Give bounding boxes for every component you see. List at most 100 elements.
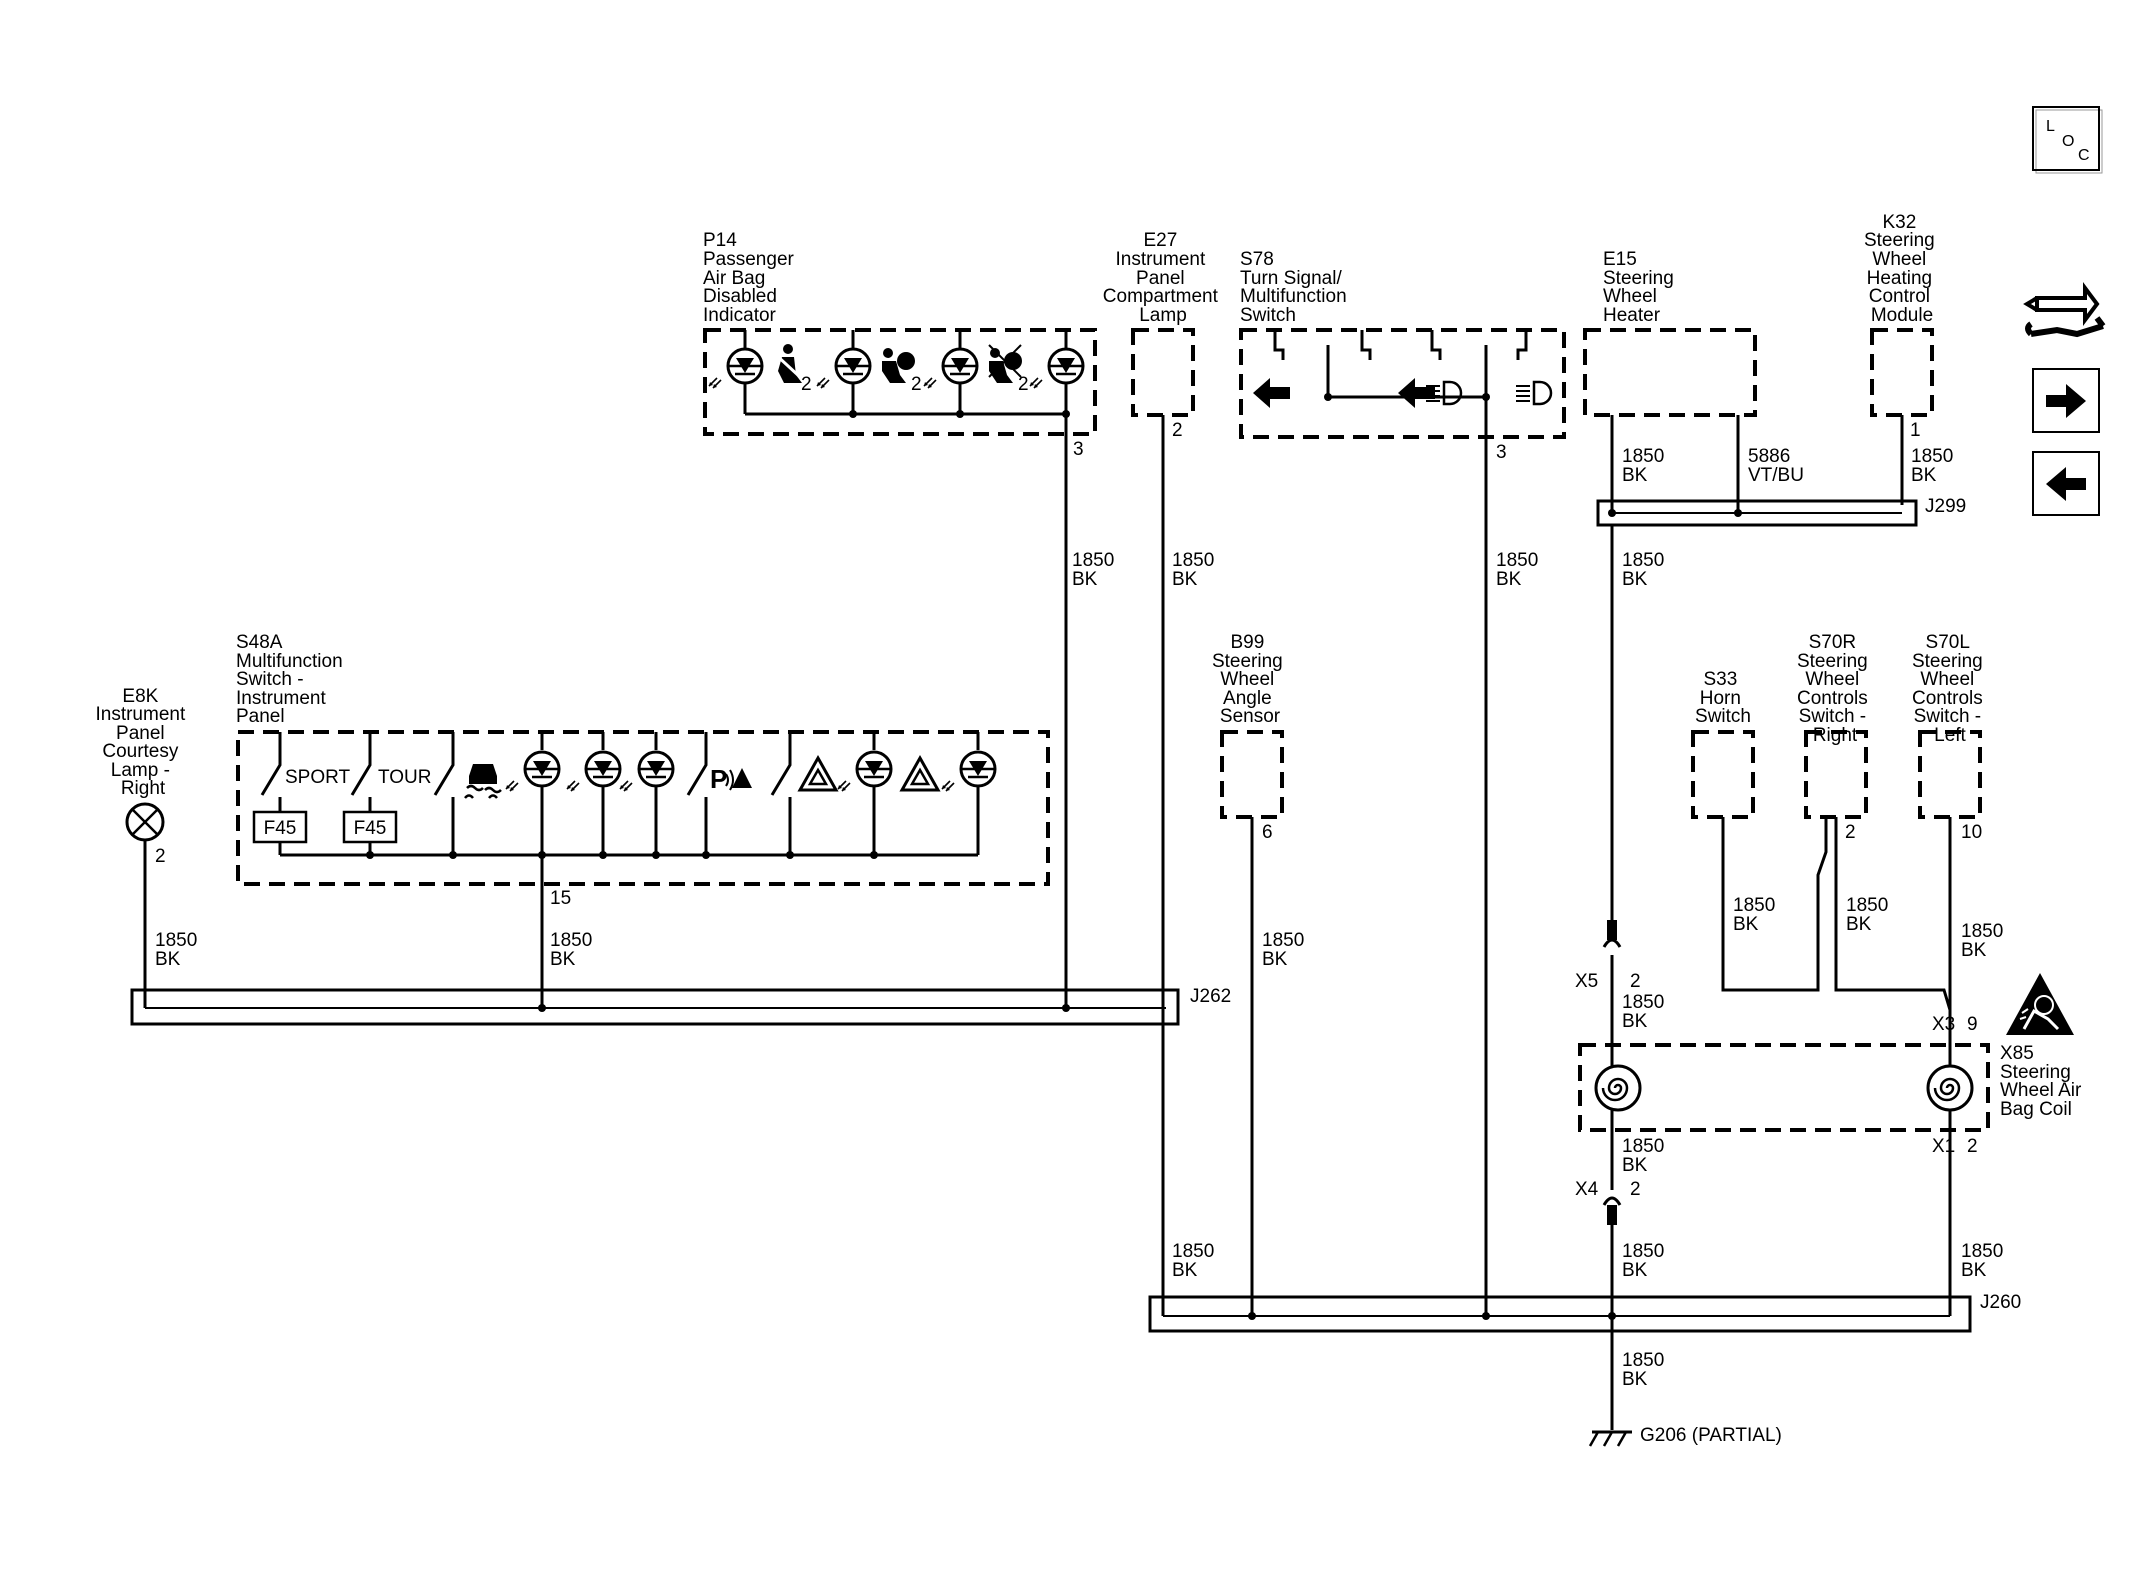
airbag-passenger-icon [882,348,915,383]
svg-text:2: 2 [911,374,922,395]
e27-instrument-panel-compartment-lamp: E27 Instrument Panel Compartment Lamp 2 [1103,230,1223,441]
svg-text:J299: J299 [1925,496,1966,517]
traction-control-icon [464,764,502,799]
k32-label: K32 Steering Wheel Heating Control Modul… [1864,212,1940,326]
led-icon [618,750,675,793]
led-icon [836,750,893,793]
svg-text:X5: X5 [1575,971,1598,992]
e8k-label: E8K Instrument Panel Courtesy Lamp - Rig… [95,686,190,799]
svg-text:2: 2 [155,846,166,867]
next-arrow-icon [2046,384,2086,418]
splice-j262 [130,988,1180,1026]
svg-text:O: O [2062,133,2074,150]
svg-text:1: 1 [1910,420,1921,441]
turn-right-arrow-icon [1398,378,1435,408]
b99-steering-wheel-angle-sensor: B99 Steering Wheel Angle Sensor 6 [1212,632,1288,843]
headlamp-icon [1426,380,1463,406]
svg-text:X3: X3 [1932,1014,1955,1035]
svg-text:2: 2 [801,374,812,395]
connector-x5: X5 2 [1575,920,1641,992]
p14-label: P14 Passenger Air Bag Disabled Indicator [703,230,799,326]
fuse-f45 [342,810,398,844]
coil-icon [1594,1064,1642,1112]
previous-arrow-icon [2046,467,2086,501]
x85-label: X85 Steering Wheel Air Bag Coil [2000,1043,2087,1120]
svg-text:SPORT: SPORT [285,767,351,788]
svg-text:2: 2 [1172,420,1183,441]
connector-repair-icon[interactable] [2023,282,2106,338]
connector-x4: X4 2 [1575,1179,1641,1225]
previous-arrow-button[interactable] [2032,451,2100,516]
e8k-instrument-panel-courtesy-lamp-right: E8K Instrument Panel Courtesy Lamp - Rig… [95,686,190,867]
loc-button[interactable]: L O C [2032,106,2103,174]
s78-label: S78 Turn Signal/ Multifunction Switch [1240,249,1352,326]
svg-text:X1: X1 [1932,1136,1955,1157]
led-icon [940,750,997,793]
s70l-label: S70L Steering Wheel Controls Switch - Le… [1912,632,1988,746]
svg-text:2: 2 [1967,1136,1978,1157]
svg-text:3: 3 [1496,442,1507,463]
k32-steering-wheel-heating-control-module: K32 Steering Wheel Heating Control Modul… [1864,212,1940,441]
svg-text:2: 2 [1018,374,1029,395]
turn-left-arrow-icon [1253,378,1290,408]
b99-label: B99 Steering Wheel Angle Sensor [1212,632,1288,727]
ground-g206: G206 (PARTIAL) [1588,1425,1782,1447]
hazard-icon [899,754,941,792]
fuse-f45 [252,810,308,844]
coil-icon [1926,1064,1974,1112]
led-icon [565,750,622,793]
led-icon [504,750,561,793]
s70l-steering-wheel-controls-switch-left: S70L Steering Wheel Controls Switch - Le… [1912,632,1988,843]
svg-text:J260: J260 [1980,1292,2021,1313]
splice-j299 [1596,499,1918,527]
e27-label: E27 Instrument Panel Compartment Lamp [1103,230,1223,326]
led-icon [922,347,979,390]
svg-text:6: 6 [1262,822,1273,843]
svg-text:J262: J262 [1190,986,1231,1007]
s48a-label: S48A Multifunction Switch - Instrument P… [236,632,348,727]
svg-text:10: 10 [1961,822,1982,843]
svg-text:X4: X4 [1575,1179,1599,1200]
svg-text:2: 2 [1630,1179,1641,1200]
hazard-icon [797,754,839,792]
svg-text:F45: F45 [354,818,387,839]
seatbelt-icon [772,344,802,383]
park-assist-icon: P [710,764,752,794]
led-icon [1028,347,1085,390]
s33-horn-switch: S33 Horn Switch [1691,669,1755,819]
svg-text:15: 15 [550,888,571,909]
p14-component-box [703,328,1097,436]
svg-text:G206 (PARTIAL): G206 (PARTIAL) [1640,1425,1782,1446]
svg-text:F45: F45 [264,818,297,839]
p14-passenger-airbag-disabled-indicator: P14 Passenger Air Bag Disabled Indicator… [703,230,1097,460]
svg-text:C: C [2078,147,2090,164]
s70r-label: S70R Steering Wheel Controls Switch - Ri… [1797,632,1873,746]
e15-steering-wheel-heater: E15 Steering Wheel Heater [1583,249,1757,417]
s33-label: S33 Horn Switch [1695,669,1751,727]
s70r-steering-wheel-controls-switch-right: S70R Steering Wheel Controls Switch - Ri… [1797,632,1873,843]
esd-warning-icon [2006,973,2074,1035]
s78-turn-signal-multifunction-switch: S78 Turn Signal/ Multifunction Switch [1239,249,1566,463]
lamp-icon [125,802,165,842]
next-arrow-button[interactable] [2032,368,2100,433]
led-icon [815,347,872,390]
svg-text:9: 9 [1967,1014,1978,1035]
